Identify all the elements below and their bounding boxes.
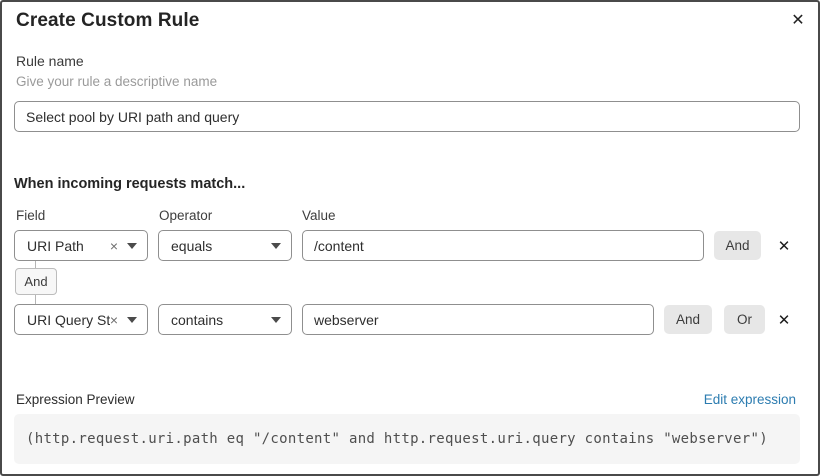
operator-select-row1[interactable]: equals xyxy=(158,230,292,261)
connector-line-bottom xyxy=(35,295,36,304)
field-select-row1-value: URI Path xyxy=(27,237,84,254)
operator-select-row2[interactable]: contains xyxy=(158,304,292,335)
field-select-row2[interactable]: URI Query St... × xyxy=(14,304,148,335)
clear-selection-icon[interactable]: × xyxy=(109,237,118,254)
chevron-down-icon xyxy=(271,242,281,249)
rule-name-hint: Give your rule a descriptive name xyxy=(16,74,218,89)
chevron-down-icon xyxy=(127,316,137,323)
close-icon[interactable]: ✕ xyxy=(791,12,805,29)
value-input-row2[interactable] xyxy=(302,304,654,335)
clear-selection-icon[interactable]: × xyxy=(109,311,118,328)
chevron-down-icon xyxy=(127,242,137,249)
value-input-row1[interactable] xyxy=(302,230,704,261)
remove-row1-icon[interactable]: ✕ xyxy=(777,237,791,255)
expression-preview-label: Expression Preview xyxy=(16,392,135,407)
column-label-operator: Operator xyxy=(159,208,213,223)
expression-code: (http.request.uri.path eq "/content" and… xyxy=(26,431,768,447)
dialog-title: Create Custom Rule xyxy=(16,10,200,31)
chevron-down-icon xyxy=(271,316,281,323)
edit-expression-link[interactable]: Edit expression xyxy=(703,392,796,407)
connector-and-chip: And xyxy=(15,268,57,295)
or-button-row2[interactable]: Or xyxy=(724,305,765,334)
field-select-row1[interactable]: URI Path × xyxy=(14,230,148,261)
remove-row2-icon[interactable]: ✕ xyxy=(777,311,791,329)
and-button-row2[interactable]: And xyxy=(664,305,712,334)
operator-select-row2-value: contains xyxy=(171,311,224,328)
connector-line-top xyxy=(35,261,36,268)
column-label-value: Value xyxy=(302,208,336,223)
rule-name-input[interactable] xyxy=(14,101,800,132)
column-label-field: Field xyxy=(16,208,46,223)
and-button-row1[interactable]: And xyxy=(714,231,761,260)
match-heading: When incoming requests match... xyxy=(14,176,246,192)
expression-code-block: (http.request.uri.path eq "/content" and… xyxy=(14,414,800,464)
operator-select-row1-value: equals xyxy=(171,237,213,254)
rule-name-label: Rule name xyxy=(16,53,84,69)
field-select-row2-value: URI Query St... xyxy=(27,311,110,328)
